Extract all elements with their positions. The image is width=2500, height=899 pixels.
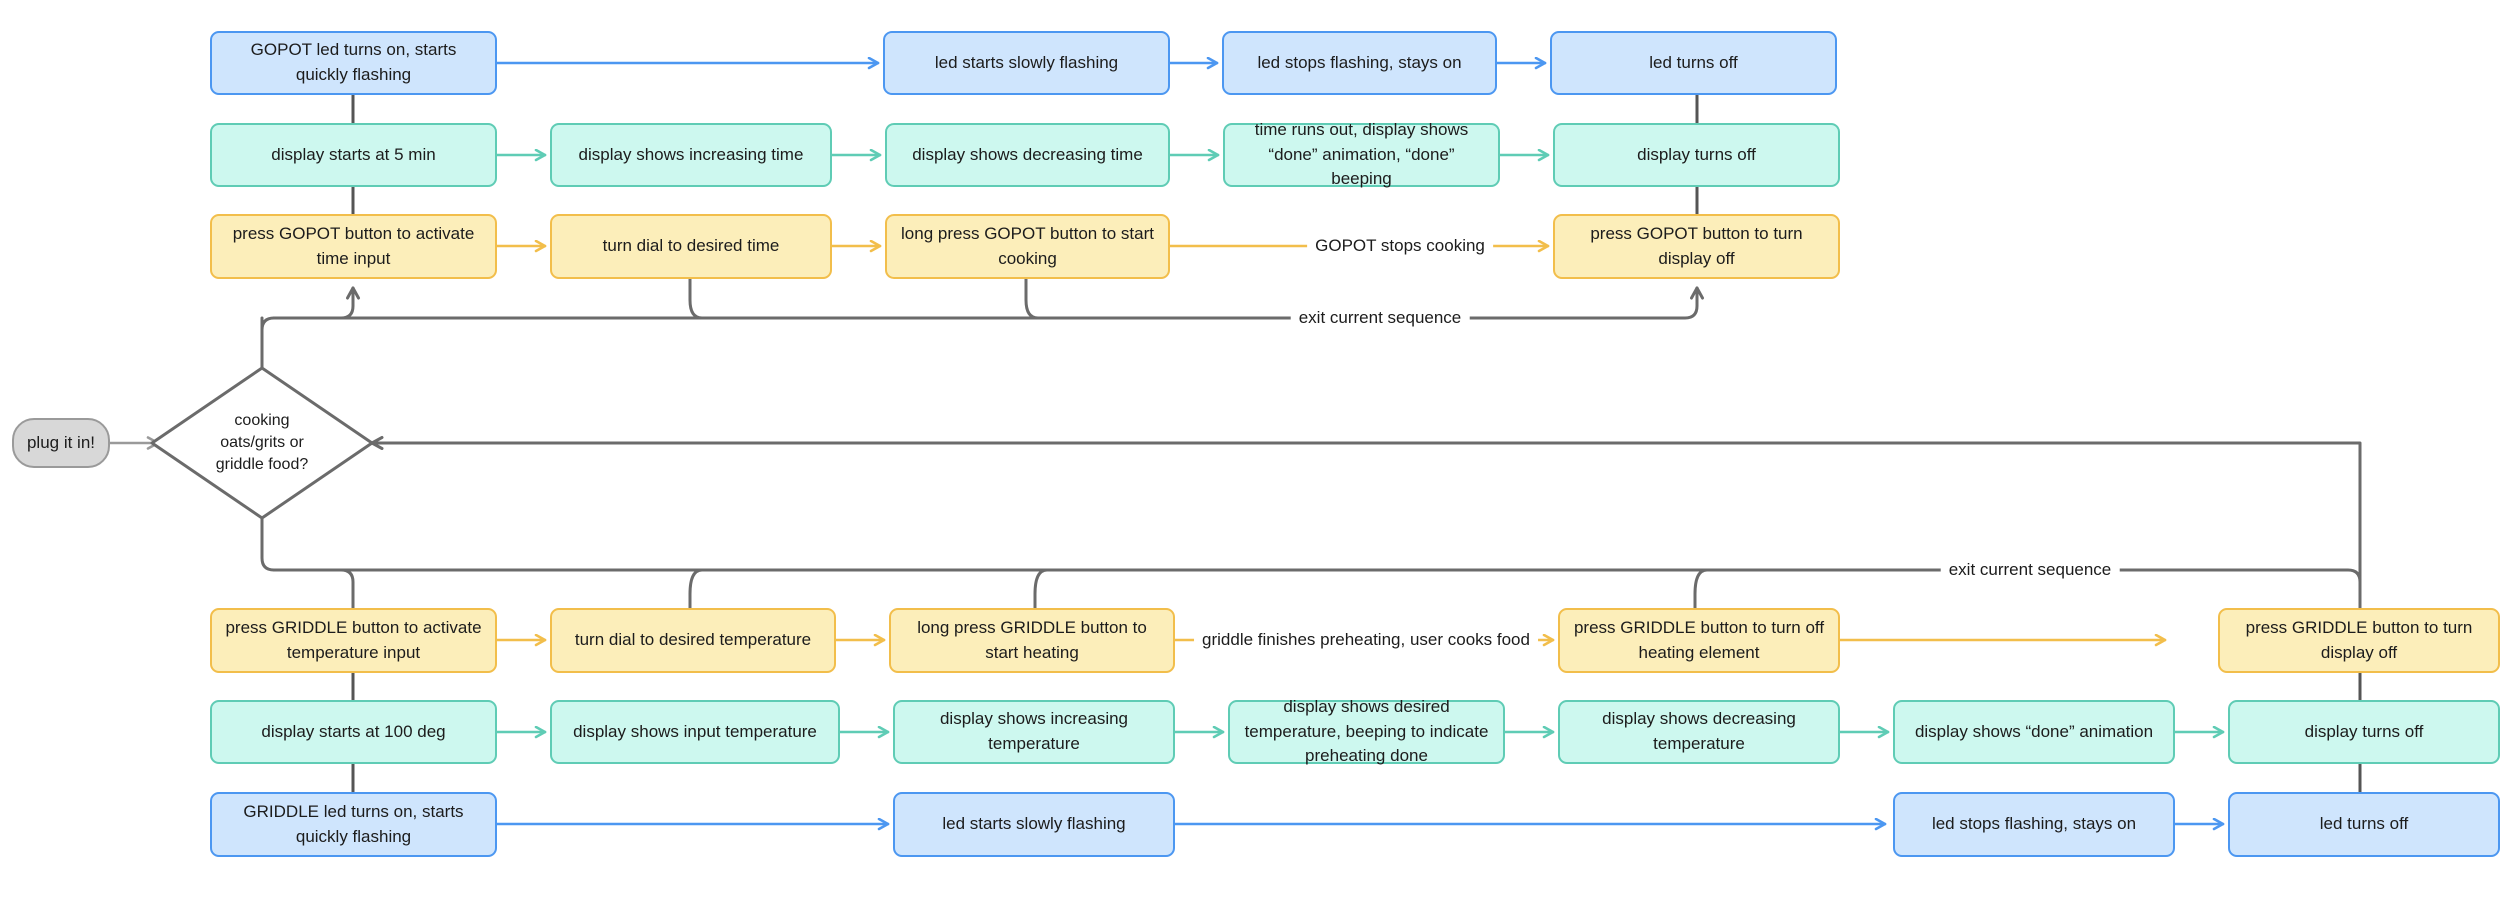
node-bottom-display-1[interactable]: display starts at 100 deg <box>210 700 497 764</box>
node-top-display-3[interactable]: display shows decreasing time <box>885 123 1170 187</box>
node-label: display turns off <box>1637 144 1756 164</box>
edge-label-gopot-stops-cooking: GOPOT stops cooking <box>1307 236 1493 256</box>
node-top-led-2[interactable]: led starts slowly flashing <box>883 31 1170 95</box>
node-label: display starts at 100 deg <box>261 721 446 741</box>
node-label: press GRIDDLE button to activate tempera… <box>225 617 482 662</box>
node-top-display-2[interactable]: display shows increasing time <box>550 123 832 187</box>
node-top-display-5[interactable]: display turns off <box>1553 123 1840 187</box>
node-label: display shows increasing temperature <box>939 709 1129 753</box>
edge-label-griddle-preheating: griddle finishes preheating, user cooks … <box>1194 630 1538 650</box>
node-label: display starts at 5 min <box>271 144 436 164</box>
node-label: GRIDDLE led turns on, starts quickly fla… <box>243 801 464 846</box>
node-bottom-display-4[interactable]: display shows desired temperature, beepi… <box>1228 697 1505 765</box>
node-label: long press GRIDDLE button to start heati… <box>917 617 1147 662</box>
node-top-led-3[interactable]: led stops flashing, stays on <box>1222 31 1497 95</box>
node-label: led turns off <box>2319 814 2409 834</box>
node-top-action-4[interactable]: press GOPOT button to turn display off <box>1553 214 1840 279</box>
node-bottom-action-3[interactable]: long press GRIDDLE button to start heati… <box>889 608 1175 673</box>
node-bottom-led-1[interactable]: GRIDDLE led turns on, starts quickly fla… <box>210 792 497 857</box>
start-node-plug-it-in[interactable]: plug it in! <box>12 418 110 468</box>
node-label: press GRIDDLE button to turn display off <box>2245 617 2473 662</box>
node-top-action-3[interactable]: long press GOPOT button to start cooking <box>885 214 1170 279</box>
node-bottom-led-3[interactable]: led stops flashing, stays on <box>1893 792 2175 857</box>
node-label: display shows decreasing temperature <box>1602 709 1796 753</box>
node-bottom-action-1[interactable]: press GRIDDLE button to activate tempera… <box>210 608 497 673</box>
node-bottom-display-5[interactable]: display shows decreasing temperature <box>1558 700 1840 764</box>
node-label: led stops flashing, stays on <box>1257 52 1462 72</box>
node-label: led turns off <box>1649 52 1738 72</box>
node-label: led stops flashing, stays on <box>1931 814 2137 834</box>
node-bottom-led-2[interactable]: led starts slowly flashing <box>893 792 1175 857</box>
node-label: turn dial to desired time <box>602 236 780 256</box>
node-label: press GOPOT button to activate time inpu… <box>232 223 475 268</box>
node-label: display shows desired temperature, beepi… <box>1244 697 1489 766</box>
node-bottom-display-7[interactable]: display turns off <box>2228 700 2500 764</box>
decision-line-2: oats/grits or <box>220 433 304 451</box>
node-top-led-1[interactable]: GOPOT led turns on, starts quickly flash… <box>210 31 497 95</box>
node-top-display-1[interactable]: display starts at 5 min <box>210 123 497 187</box>
node-label: GOPOT led turns on, starts quickly flash… <box>250 40 457 84</box>
node-top-action-2[interactable]: turn dial to desired time <box>550 214 832 279</box>
edge-label-exit-current-sequence-bottom: exit current sequence <box>1940 560 2120 580</box>
node-top-display-4[interactable]: time runs out, display shows “done” anim… <box>1223 120 1500 188</box>
edge-label-exit-current-sequence-top: exit current sequence <box>1290 308 1470 328</box>
node-label: display shows decreasing time <box>912 144 1143 164</box>
node-label: display turns off <box>2304 721 2424 741</box>
node-label: long press GOPOT button to start cooking <box>901 223 1154 268</box>
node-bottom-action-2[interactable]: turn dial to desired temperature <box>550 608 836 673</box>
node-label: led starts slowly flashing <box>942 814 1126 834</box>
decision-line-1: cooking <box>234 411 290 429</box>
decision-node-cooking-type[interactable]: cooking oats/grits or griddle food? <box>152 368 372 518</box>
node-label: led starts slowly flashing <box>934 52 1119 72</box>
node-bottom-display-6[interactable]: display shows “done” animation <box>1893 700 2175 764</box>
node-top-led-4[interactable]: led turns off <box>1550 31 1837 95</box>
start-node-label: plug it in! <box>26 432 96 452</box>
node-label: turn dial to desired temperature <box>574 630 812 650</box>
node-bottom-led-4[interactable]: led turns off <box>2228 792 2500 857</box>
node-top-action-1[interactable]: press GOPOT button to activate time inpu… <box>210 214 497 279</box>
decision-line-3: griddle food? <box>215 456 309 474</box>
node-bottom-display-2[interactable]: display shows input temperature <box>550 700 840 764</box>
node-label: display shows “done” animation <box>1914 721 2154 741</box>
decision-node-label: cooking oats/grits or griddle food? <box>152 368 372 518</box>
node-label: display shows input temperature <box>573 721 817 741</box>
node-bottom-action-4[interactable]: press GRIDDLE button to turn off heating… <box>1558 608 1840 673</box>
node-label: display shows increasing time <box>578 144 804 164</box>
node-label: time runs out, display shows “done” anim… <box>1254 120 1469 189</box>
node-label: press GRIDDLE button to turn off heating… <box>1573 617 1825 662</box>
node-label: press GOPOT button to turn display off <box>1590 223 1803 268</box>
node-bottom-display-3[interactable]: display shows increasing temperature <box>893 700 1175 764</box>
node-bottom-action-5[interactable]: press GRIDDLE button to turn display off <box>2218 608 2500 673</box>
